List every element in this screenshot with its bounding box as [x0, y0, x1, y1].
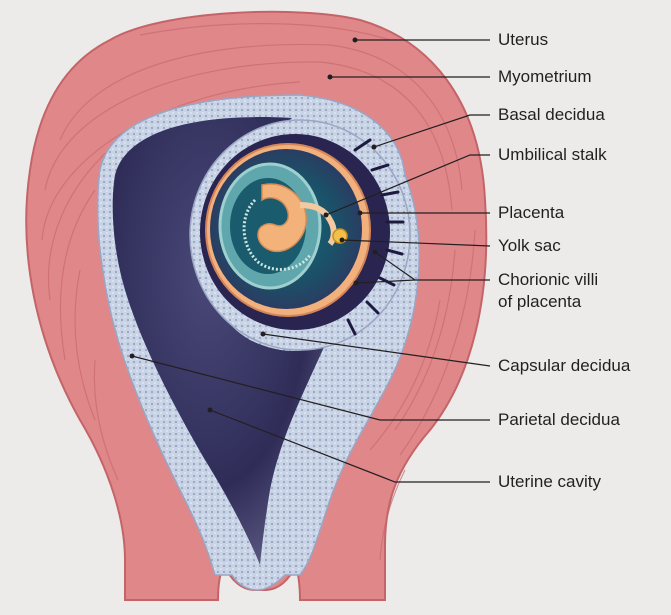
label-basal-decidua: Basal decidua: [498, 105, 605, 125]
label-parietal-decidua: Parietal decidua: [498, 410, 620, 430]
label-placenta: Placenta: [498, 203, 564, 223]
label-chorionic-villi-line1: Chorionic villi: [498, 270, 598, 290]
label-umbilical-stalk: Umbilical stalk: [498, 145, 607, 165]
label-uterus: Uterus: [498, 30, 548, 50]
label-chorionic-villi-line2: of placenta: [498, 292, 581, 312]
label-uterine-cavity: Uterine cavity: [498, 472, 601, 492]
label-yolk-sac: Yolk sac: [498, 236, 561, 256]
label-capsular-decidua: Capsular decidua: [498, 356, 630, 376]
label-myometrium: Myometrium: [498, 67, 592, 87]
